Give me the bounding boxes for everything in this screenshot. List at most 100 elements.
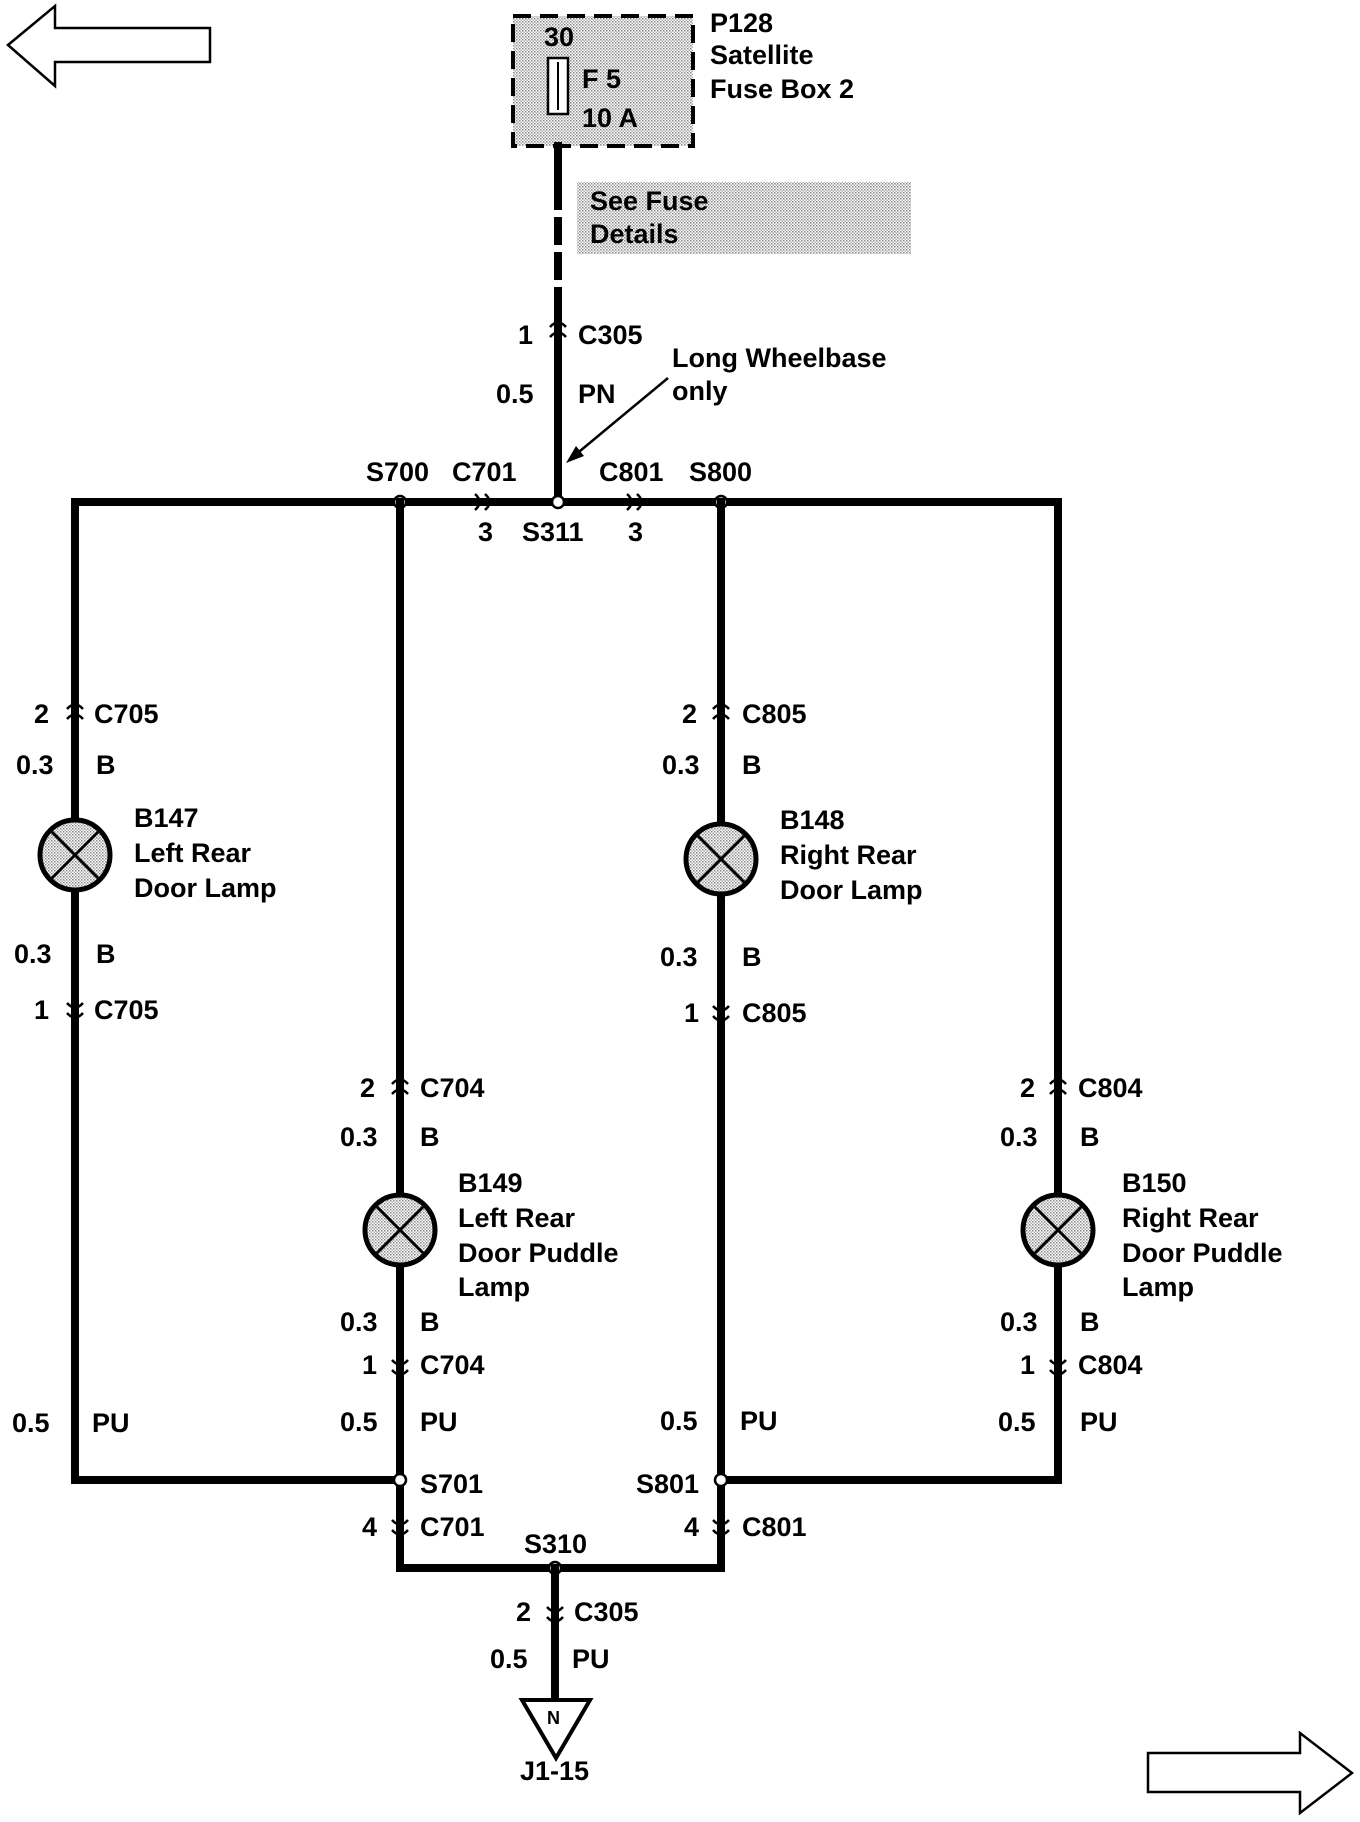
b150-name-line3: Lamp: [1122, 1272, 1194, 1302]
b150-color-top: B: [1080, 1122, 1100, 1152]
splice-s801-dot: [713, 1472, 729, 1488]
connector-c801-label: C801: [599, 457, 664, 487]
b149-name-line3: Lamp: [458, 1272, 530, 1302]
b148-gauge-top: 0.3: [662, 750, 700, 780]
b149-id: B149: [458, 1168, 523, 1198]
b150-pin-bottom: 1: [1020, 1350, 1035, 1380]
annotation-line1: Long Wheelbase: [672, 343, 887, 373]
top-bus-wire: [71, 498, 1062, 1479]
connector-c701-pin: 3: [478, 517, 493, 547]
b149-color-return: PU: [420, 1407, 458, 1437]
next-page-arrow-icon[interactable]: [1146, 1730, 1355, 1816]
connector-c305-top-icon: [549, 321, 567, 338]
fuse-box-name-line2: Fuse Box 2: [710, 74, 854, 104]
b147-connector-bottom: C705: [94, 995, 159, 1025]
b149-color-top: B: [420, 1122, 440, 1152]
connector-c805-bottom-icon: [712, 1005, 730, 1022]
b150-gauge-bottom: 0.3: [1000, 1307, 1038, 1337]
b148-gauge-return: 0.5: [660, 1406, 698, 1436]
b147-name-line2: Door Lamp: [134, 873, 277, 903]
connector-c801-bottom-label: C801: [742, 1512, 807, 1542]
ground-symbol: N: [547, 1708, 560, 1728]
connector-c801-bottom-icon: [712, 1519, 730, 1536]
b150-gauge-return: 0.5: [998, 1407, 1036, 1437]
b147-color-top: B: [96, 750, 116, 780]
ground-terminal: J1-15: [520, 1756, 589, 1786]
connector-c801-pin: 3: [628, 517, 643, 547]
fuse-box-p128: [511, 14, 695, 148]
feed-gauge: 0.5: [496, 379, 534, 409]
b149-connector-top: C704: [420, 1073, 485, 1103]
b148-connector-top: C805: [742, 699, 807, 729]
b147-id: B147: [134, 803, 199, 833]
b148-gauge-bottom: 0.3: [660, 942, 698, 972]
connector-c701-label: C701: [452, 457, 517, 487]
feed-connector: C305: [578, 320, 643, 350]
splice-s700-label: S700: [366, 457, 429, 487]
connector-c704-top-icon: [391, 1078, 409, 1095]
ground-gauge: 0.5: [490, 1644, 528, 1674]
splice-s801-label: S801: [636, 1469, 699, 1499]
b149-connector-bottom: C704: [420, 1350, 485, 1380]
b149-gauge-bottom: 0.3: [340, 1307, 378, 1337]
feed-color: PN: [578, 379, 616, 409]
connector-c804-bottom-icon: [1049, 1359, 1067, 1376]
connector-c805-top-icon: [712, 703, 730, 720]
b148-pin-top: 2: [682, 699, 697, 729]
b147-color-return: PU: [92, 1408, 130, 1438]
b150-gauge-top: 0.3: [1000, 1122, 1038, 1152]
b148-id: B148: [780, 805, 845, 835]
connector-c701-bottom-label: C701: [420, 1512, 485, 1542]
fuse-details-box[interactable]: [577, 182, 911, 254]
annotation-line2: only: [672, 376, 728, 406]
previous-page-arrow-icon[interactable]: [6, 3, 212, 89]
b150-pin-top: 2: [1020, 1073, 1035, 1103]
b147-gauge-return: 0.5: [12, 1408, 50, 1438]
connector-c701-top-icon: [474, 493, 491, 511]
b150-connector-bottom: C804: [1078, 1350, 1143, 1380]
splice-s311-label: S311: [522, 517, 584, 547]
b147-gauge-top: 0.3: [16, 750, 54, 780]
b148-connector-bottom: C805: [742, 998, 807, 1028]
b148-color-bottom: B: [742, 942, 762, 972]
lamp-b148-icon: [683, 821, 759, 897]
b147-pin-top: 2: [34, 699, 49, 729]
b150-id: B150: [1122, 1168, 1187, 1198]
connector-c305-bottom-icon: [546, 1606, 564, 1623]
b150-connector-top: C804: [1078, 1073, 1143, 1103]
lamp-b147-icon: [37, 817, 113, 893]
fuse-rating: 10 A: [582, 103, 638, 133]
ground-pin: 2: [516, 1597, 531, 1627]
b148-pin-bottom: 1: [684, 998, 699, 1028]
b148-name-line2: Door Lamp: [780, 875, 923, 905]
splice-s311-dot: [550, 494, 566, 510]
fuse-name: F 5: [582, 64, 621, 94]
connector-c801-bottom-pin: 4: [684, 1512, 699, 1542]
b148-color-return: PU: [740, 1406, 778, 1436]
connector-c801-top-icon: [626, 493, 643, 511]
splice-s800-label: S800: [689, 457, 752, 487]
b147-pin-bottom: 1: [34, 995, 49, 1025]
connector-c704-bottom-icon: [391, 1359, 409, 1376]
b148-color-top: B: [742, 750, 762, 780]
fuse-details-line1: See Fuse: [590, 186, 709, 216]
feed-pin: 1: [518, 320, 533, 350]
b147-connector-top: C705: [94, 699, 159, 729]
fuse-details-line2: Details: [590, 219, 679, 249]
ground-connector: C305: [574, 1597, 639, 1627]
b147-name-line1: Left Rear: [134, 838, 252, 868]
b147-color-bottom: B: [96, 939, 116, 969]
annotation-pointer-arrow-icon: [566, 377, 669, 463]
b150-color-bottom: B: [1080, 1307, 1100, 1337]
b149-gauge-return: 0.5: [340, 1407, 378, 1437]
splice-s701-label: S701: [420, 1469, 483, 1499]
connector-c701-bottom-icon: [391, 1519, 409, 1536]
connector-c804-top-icon: [1049, 1078, 1067, 1095]
fuse-terminal: 30: [544, 22, 574, 52]
b149-name-line2: Door Puddle: [458, 1238, 619, 1268]
fuse-box-name-line1: Satellite: [710, 40, 814, 70]
splice-s701-dot: [392, 1472, 408, 1488]
ground-color: PU: [572, 1644, 610, 1674]
lamp-b150-icon: [1020, 1192, 1096, 1268]
